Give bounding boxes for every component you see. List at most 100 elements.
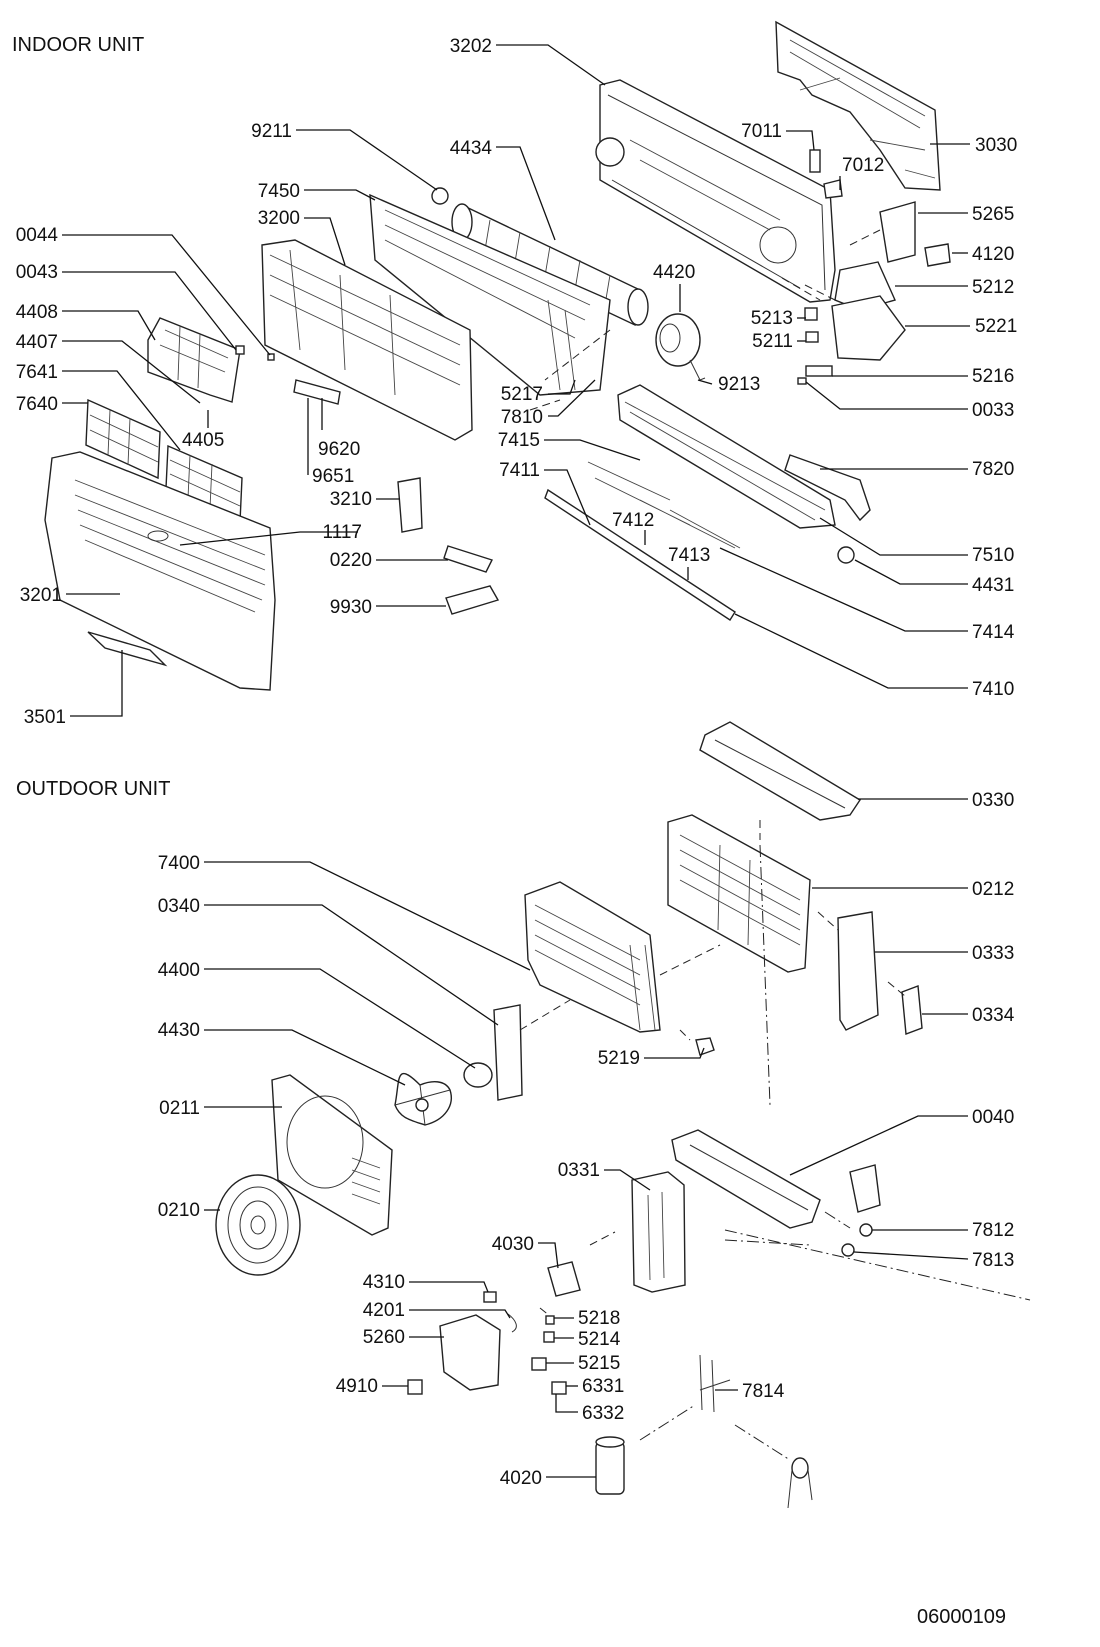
- air-filter-7640: [85, 398, 161, 480]
- part-callout: 5219: [598, 1048, 640, 1069]
- leader-line: [544, 439, 641, 461]
- bearing-9211: [431, 187, 449, 205]
- part-callout: 9620: [318, 439, 360, 460]
- part-5219: [695, 1037, 715, 1056]
- part-callout: 7400: [158, 853, 200, 874]
- leader-line: [548, 379, 596, 417]
- leader-line: [204, 904, 499, 1026]
- side-panel-0333: [837, 911, 879, 1031]
- part-callout: 0340: [158, 896, 200, 917]
- pcb-5221: [831, 295, 906, 361]
- accumulator: [787, 1457, 813, 1509]
- part-0043: [235, 345, 245, 355]
- propeller-fan: [394, 1072, 452, 1126]
- leader-line: [805, 381, 968, 410]
- compressor: [595, 1436, 625, 1495]
- part-callout: 5265: [972, 204, 1014, 225]
- part-callout: 5260: [363, 1327, 405, 1348]
- leader-line: [204, 861, 531, 971]
- part-callout: 3501: [24, 707, 66, 728]
- part-callout: 4407: [16, 332, 58, 353]
- part-callout: 4431: [972, 575, 1014, 596]
- part-callout: 1117: [323, 522, 362, 543]
- part-callout: 5218: [578, 1308, 620, 1329]
- part-callout: 5211: [752, 331, 793, 352]
- part-callout: 0334: [972, 1005, 1015, 1026]
- leader-line: [734, 613, 968, 689]
- part-callout: 9651: [312, 466, 354, 487]
- part-callout: 5221: [975, 316, 1017, 337]
- part-callout: 0220: [330, 550, 372, 571]
- louver-7410: [544, 488, 736, 621]
- leader-line: [409, 1309, 511, 1319]
- part-callout: 9211: [251, 121, 292, 142]
- part-callout: 4420: [653, 262, 695, 283]
- part-0044: [267, 353, 275, 361]
- part-5213: [804, 307, 818, 321]
- leader-line: [62, 271, 237, 351]
- part-callout: 0331: [558, 1160, 600, 1181]
- part-callout: 7820: [972, 459, 1014, 480]
- cover-5265: [879, 201, 916, 263]
- outdoor-front-panel: [271, 1074, 393, 1236]
- part-callout: 0040: [972, 1107, 1014, 1128]
- part-callout: 0033: [972, 400, 1014, 421]
- leader-line: [62, 310, 156, 341]
- fan-motor-4400: [463, 1062, 493, 1088]
- part-callout: 4030: [492, 1234, 534, 1255]
- leader-line: [304, 189, 376, 201]
- leader-line: [789, 1115, 968, 1176]
- part-callout: 4910: [336, 1376, 378, 1397]
- sensor-7011: [809, 149, 821, 173]
- part-callout: 5214: [578, 1329, 621, 1350]
- part-callout: 7410: [972, 679, 1014, 700]
- leader-line: [204, 1029, 406, 1086]
- part-callout: 7510: [972, 545, 1014, 566]
- part-callout: 5217: [501, 384, 543, 405]
- part-callout: 3210: [330, 489, 372, 510]
- motor-bracket-0340: [493, 1004, 523, 1101]
- part-5211: [805, 331, 819, 343]
- part-callout: 4434: [450, 138, 493, 159]
- air-filter-7641-grid: [169, 454, 241, 509]
- part-callout: 9213: [718, 374, 760, 395]
- front-panel: [44, 451, 276, 691]
- part-callout: 3201: [20, 585, 62, 606]
- indoor-unit-heading: INDOOR UNIT: [12, 34, 145, 56]
- part-callout: 0211: [159, 1098, 200, 1119]
- part-callout: 7813: [972, 1250, 1014, 1271]
- condenser-coil: [524, 881, 661, 1033]
- transformer-4120: [924, 243, 951, 267]
- leader-line: [62, 370, 181, 451]
- indoor-assembly-lines: [529, 229, 881, 411]
- leader-line: [179, 531, 358, 546]
- part-callout: 5216: [972, 366, 1014, 387]
- fan-guard: [215, 1174, 301, 1276]
- part-callout: 4430: [158, 1020, 200, 1041]
- part-5218: [545, 1315, 555, 1325]
- part-callout: 7810: [501, 407, 543, 428]
- part-callout: 7640: [16, 394, 58, 415]
- piping-7814: [699, 1354, 731, 1413]
- part-callout: 4405: [182, 430, 224, 451]
- mounting-plate: [775, 20, 941, 191]
- leader-line: [409, 1281, 489, 1293]
- part-callout: 7450: [258, 181, 300, 202]
- part-callout: 4310: [363, 1272, 405, 1293]
- base-pan: [671, 1129, 821, 1229]
- part-callout: 5215: [578, 1353, 620, 1374]
- leader-line: [853, 1251, 969, 1260]
- part-callout: 0044: [16, 225, 59, 246]
- outdoor-unit-heading: OUTDOOR UNIT: [16, 778, 171, 800]
- valve-bracket: [849, 1164, 881, 1213]
- clamp-4201: [507, 1313, 517, 1333]
- drawing-number: 06000109: [917, 1606, 1006, 1628]
- part-callout: 7641: [16, 362, 58, 383]
- leader-line: [544, 469, 591, 526]
- part-callout: 3202: [450, 36, 492, 57]
- leader-line: [62, 234, 271, 356]
- assembly-lines: [519, 911, 906, 1317]
- back-chassis: [595, 79, 836, 303]
- leader-line: [496, 44, 606, 86]
